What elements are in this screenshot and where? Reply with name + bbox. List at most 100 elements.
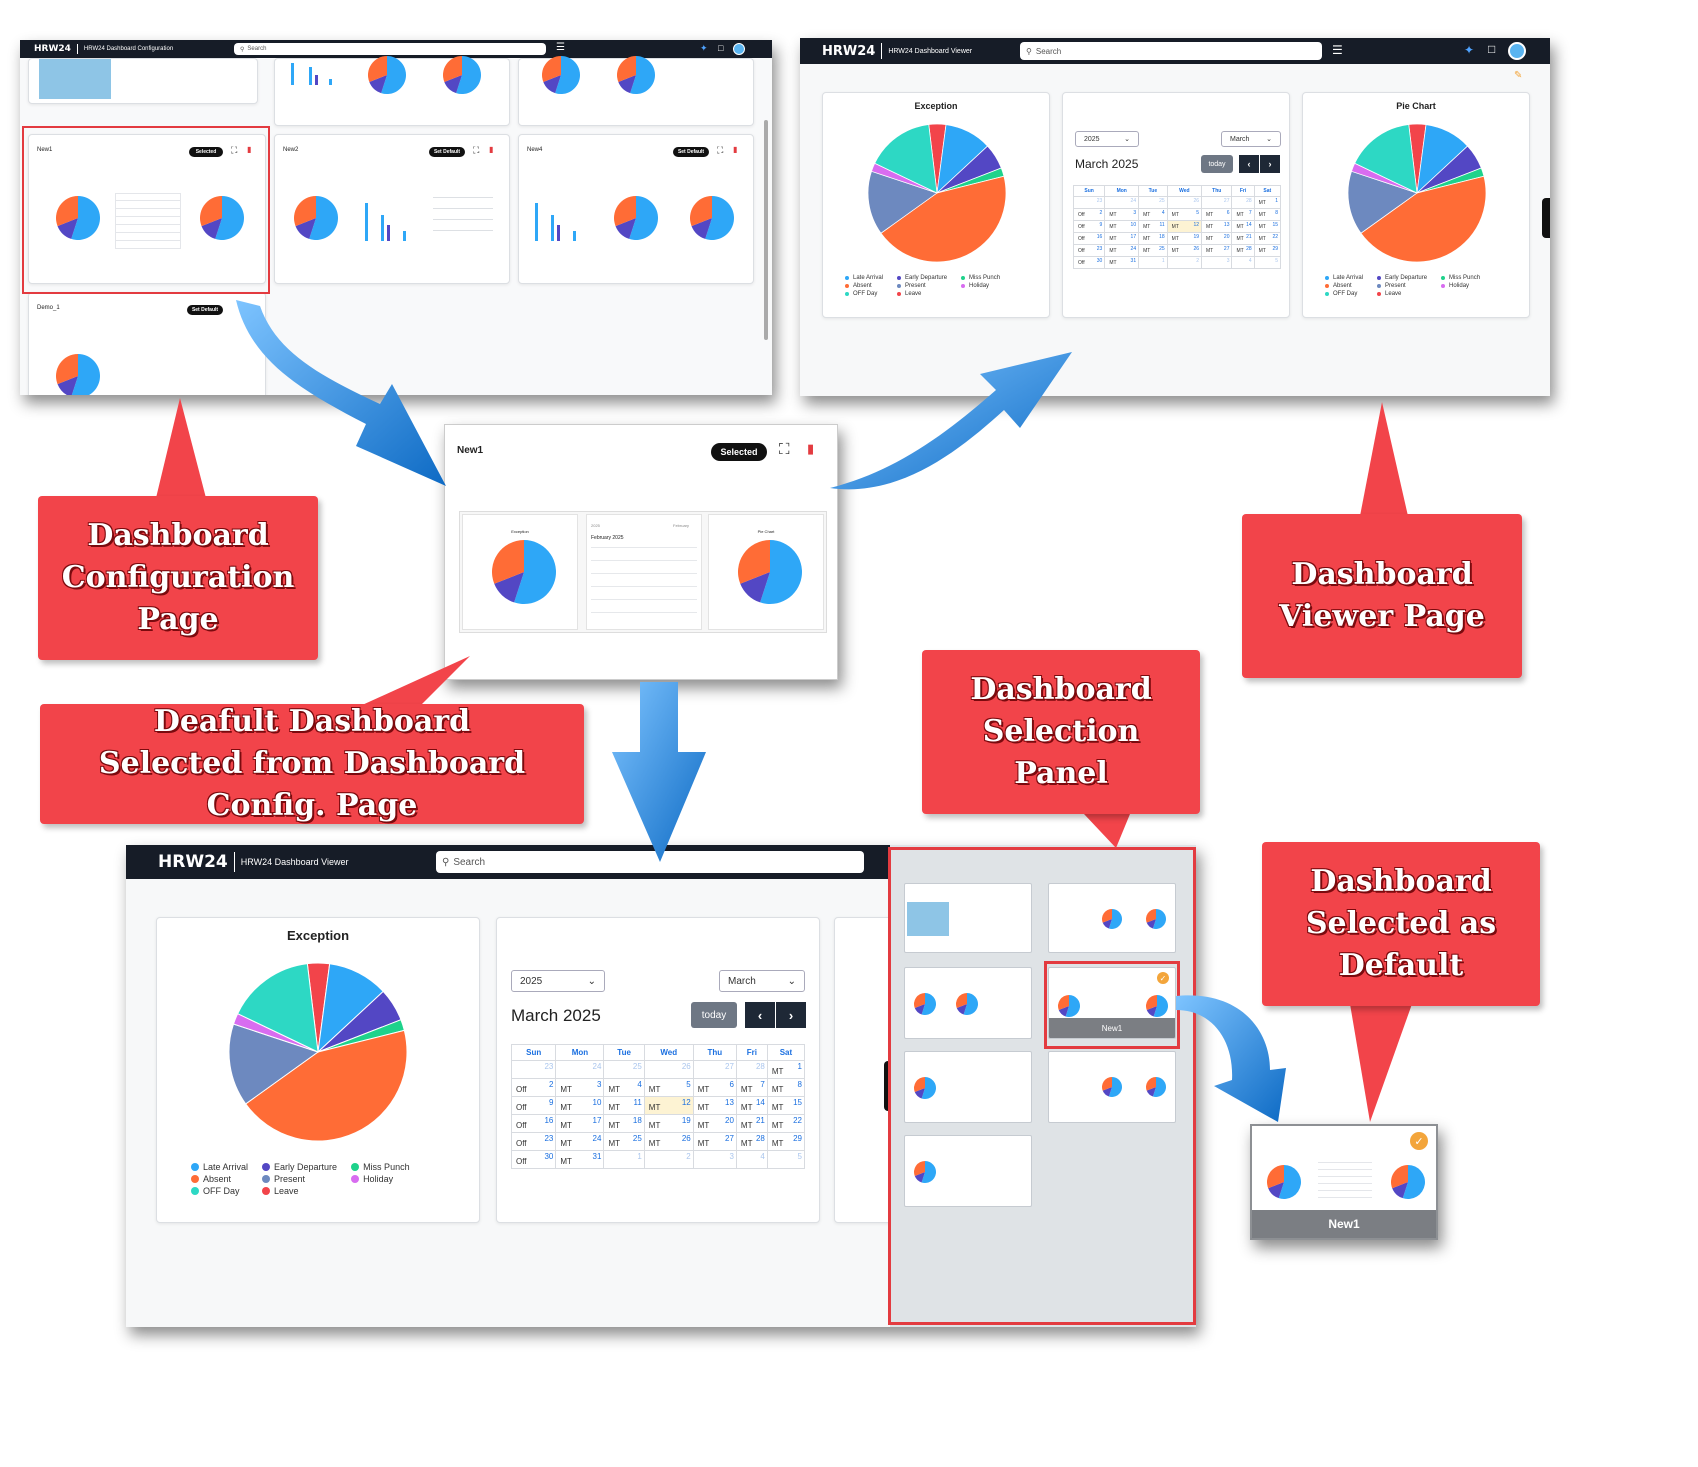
delete-icon[interactable]: ▮ [489, 145, 494, 154]
edit-icon[interactable]: ✎ [1514, 70, 1523, 81]
calendar-title: March 2025 [511, 1006, 601, 1025]
dashboard-card-demo1[interactable]: Demo_1 Set Default [28, 292, 266, 395]
prev-month-button[interactable]: ‹ [1239, 155, 1259, 173]
dashboard-card-new1[interactable]: New1 Selected ⛶ ▮ [28, 134, 266, 284]
notification-icon[interactable]: □ [1488, 42, 1496, 56]
legend-label: Late Arrival [1333, 275, 1364, 281]
year-select[interactable]: 2025⌄ [1075, 131, 1139, 147]
pie-thumb [294, 196, 338, 240]
default-dashboard-badge: ✓ New1 [1250, 1124, 1438, 1240]
selected-button[interactable]: Selected [189, 147, 223, 157]
legend-item: Early Departure [897, 275, 947, 281]
pie-slice [456, 56, 481, 94]
widget-title: Pie Chart [757, 529, 775, 534]
prev-month-button[interactable]: ‹ [745, 1002, 775, 1028]
pie-slice [1146, 995, 1157, 1011]
calendar-day[interactable]: 3 [1201, 256, 1233, 269]
pie-slice [1152, 1077, 1166, 1097]
pie-slice [963, 993, 978, 1015]
side-toggle[interactable] [1542, 198, 1550, 238]
delete-icon[interactable]: ▮ [247, 145, 252, 154]
menu-icon[interactable]: ☰ [556, 42, 565, 53]
thumb-label: New1 [1049, 1018, 1175, 1038]
dashboard-card-new2[interactable]: New2 Set Default ⛶ ▮ [274, 134, 510, 284]
delete-icon[interactable]: ▮ [807, 441, 815, 456]
pie-slice [369, 75, 387, 94]
panel-thumb-3[interactable] [904, 967, 1032, 1039]
year-select[interactable]: 2025⌄ [511, 970, 605, 992]
dashboard-card-new4[interactable]: New4 Set Default ⛶ ▮ [518, 134, 754, 284]
month-select[interactable]: March⌄ [719, 970, 805, 992]
sparkle-icon[interactable]: ✦ [700, 43, 708, 53]
pie-slice [1102, 1087, 1112, 1097]
pie-slice [691, 218, 712, 239]
expand-icon[interactable]: ⛶ [779, 441, 790, 458]
calendar-day[interactable]: 5 [766, 1150, 806, 1169]
legend-label: Absent [853, 283, 872, 289]
month-select[interactable]: February [673, 523, 690, 528]
calendar-thumb [1318, 1160, 1372, 1204]
sparkle-icon[interactable]: ✦ [1464, 43, 1475, 57]
scrollbar[interactable] [764, 120, 768, 340]
panel-thumb-1[interactable] [904, 883, 1032, 953]
search-input[interactable]: ⚲ Search [1020, 42, 1322, 60]
legend-item: Early Departure [1377, 275, 1427, 281]
avatar[interactable] [733, 43, 745, 55]
expand-icon[interactable]: ⛶ [717, 145, 724, 155]
legend-dot [1377, 292, 1382, 296]
panel-thumb-5[interactable] [904, 1051, 1032, 1123]
legend-dot [1325, 276, 1329, 280]
calendar-day[interactable]: 3 [692, 1150, 737, 1169]
callout-selection-panel: Dashboard Selection Panel [922, 650, 1200, 814]
set-default-button[interactable]: Set Default [429, 147, 465, 157]
notification-icon[interactable]: □ [718, 43, 724, 53]
set-default-button[interactable]: Set Default [673, 147, 709, 157]
legend-dot [191, 1175, 199, 1183]
today-button[interactable]: today [691, 1002, 737, 1028]
pie-slice [738, 540, 770, 584]
month-select[interactable]: March⌄ [1221, 131, 1281, 147]
today-button[interactable]: today [1201, 155, 1233, 173]
set-default-button[interactable]: Set Default [187, 305, 223, 315]
legend-item: Leave [1377, 291, 1427, 297]
menu-icon[interactable]: ☰ [1332, 43, 1343, 57]
expand-icon[interactable]: ⛶ [231, 145, 238, 155]
legend-dot [351, 1163, 360, 1171]
panel-thumb-new1[interactable]: New1 ✓ [1048, 967, 1176, 1039]
calendar-day[interactable]: 1 [603, 1150, 645, 1169]
pie-slice [56, 354, 78, 385]
legend-dot [191, 1187, 199, 1195]
search-input[interactable]: ⚲ Search [234, 43, 546, 55]
legend-label: OFF Day [853, 291, 878, 297]
calendar-day[interactable]: 5 [1253, 256, 1282, 269]
next-month-button[interactable]: › [1260, 155, 1280, 173]
next-month-button[interactable]: › [776, 1002, 806, 1028]
legend-label: Absent [1333, 283, 1352, 289]
panel-thumb-2[interactable] [1048, 883, 1176, 953]
selected-button[interactable]: Selected [711, 443, 767, 461]
year-select[interactable]: 2025 [591, 523, 600, 528]
widgets-row: Exception February 2025 2025 February Pi… [459, 511, 827, 633]
avatar[interactable] [1508, 42, 1526, 60]
pie-slice [57, 218, 78, 239]
delete-icon[interactable]: ▮ [733, 145, 738, 154]
calendar-day[interactable]: 4 [735, 1150, 768, 1169]
panel-thumb-7[interactable] [904, 1135, 1032, 1207]
expand-icon[interactable]: ⛶ [473, 145, 480, 155]
panel-thumb-6[interactable] [1048, 1051, 1176, 1123]
search-input[interactable]: ⚲ Search [436, 851, 864, 873]
